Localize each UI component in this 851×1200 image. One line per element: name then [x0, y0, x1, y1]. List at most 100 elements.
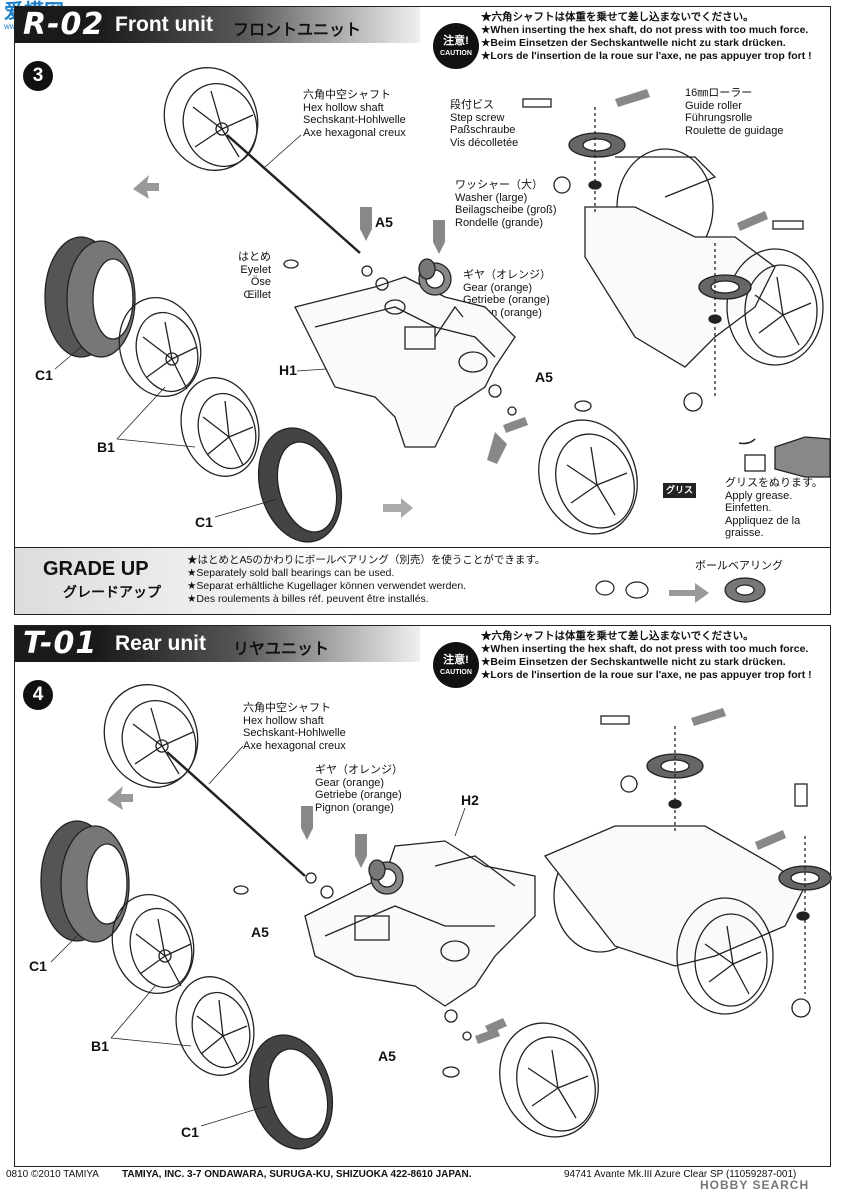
label-line: Sechskant-Hohlwelle	[303, 114, 406, 126]
label-line: Öse	[250, 276, 271, 288]
step3-warning-de: ★Beim Einsetzen der Sechskantwelle nicht…	[481, 37, 786, 49]
label-line: Vis décolletée	[450, 136, 519, 149]
label-line: Step screw	[450, 111, 505, 124]
label-line: ワッシャー（大）	[455, 179, 543, 191]
chassis-h1	[294, 276, 516, 448]
step3-washer-label: ワッシャー（大） Washer (large) Beilagscheibe (g…	[455, 179, 557, 229]
step4-caution-jp: 注意!	[443, 654, 469, 666]
footer-code: 0810 ©2010 TAMIYA	[6, 1169, 99, 1180]
step4-caution-badge: 注意! CAUTION	[433, 642, 479, 688]
step4-code: T-01	[23, 626, 98, 661]
label-line: Axe hexagonal creux	[303, 126, 406, 139]
grade-up-title-jp: グレードアップ	[63, 584, 161, 600]
label-line: Roulette de guidage	[685, 124, 784, 137]
label-line: Guide roller	[685, 99, 742, 112]
step3-code: R-02	[23, 7, 105, 42]
rear-wheel-right	[499, 1022, 599, 1138]
gear-orange	[418, 258, 452, 296]
label-line: Einfetten.	[725, 502, 772, 514]
front-wheel-right	[538, 419, 638, 535]
step3-step-screw-label: 段付ビス Step screw Paßschraube Vis décollet…	[450, 99, 518, 149]
label-line: Eyelet	[240, 263, 271, 276]
rear-wheel-top	[103, 684, 199, 788]
part-a5-mid: A5	[535, 369, 553, 385]
label-line: Gear (orange)	[463, 281, 533, 294]
label-line: ギヤ（オレンジ）	[315, 764, 403, 776]
chassis-h2	[304, 840, 536, 1007]
step4-warning-de: ★Beim Einsetzen der Sechskantwelle nicht…	[481, 656, 786, 668]
label-line: 六角中空シャフト	[243, 702, 331, 714]
label-line: Hex hollow shaft	[243, 714, 324, 727]
tire-c1-top	[44, 236, 136, 358]
part-b1-rear: B1	[91, 1038, 109, 1054]
label-line: Axe hexagonal creux	[243, 739, 346, 752]
label-line: 16㎜ローラー	[685, 87, 753, 99]
step3-hex-shaft-label: 六角中空シャフト Hex hollow shaft Sechskant-Hohl…	[303, 89, 406, 139]
step3-illustration	[44, 67, 831, 543]
wheel-mid	[180, 377, 260, 477]
front-wheel-top	[163, 67, 259, 171]
step4-number: 4	[23, 680, 53, 710]
rear-assembly-complete	[543, 708, 832, 1018]
wheel-b1	[118, 296, 202, 398]
tire-c1-bottom	[257, 427, 343, 543]
gear-orange-rear	[368, 859, 404, 895]
step3-warning-en: ★When inserting the hex shaft, do not pr…	[481, 24, 809, 36]
label-line: Getriebe (orange)	[315, 789, 402, 801]
step3-eyelet-label: はとめ Eyelet Öse Œillet	[229, 251, 271, 301]
front-assembly-complete	[522, 89, 824, 412]
label-line: Rondelle (grande)	[455, 216, 544, 229]
ball-bearing-label: ボールベアリング	[695, 560, 783, 572]
grade-up-illustration	[595, 577, 766, 603]
grade-line: ★Separat erhältliche Kugellager können v…	[187, 580, 467, 592]
label-line: Beilagscheibe (groß)	[455, 204, 557, 216]
footer-item: 94741 Avante Mk.III Azure Clear SP (1105…	[564, 1169, 797, 1180]
part-a5-top: A5	[375, 214, 393, 230]
step3-grease-tag: グリス	[663, 483, 697, 498]
part-a5-top-rear: A5	[251, 924, 269, 940]
step3-gear-label: ギヤ（オレンジ） Gear (orange) Getriebe (orange)…	[463, 269, 551, 319]
step4-title-jp: リヤユニット	[233, 641, 330, 658]
label-line: graisse.	[725, 527, 764, 539]
part-c1-top-rear: C1	[29, 958, 47, 974]
step4-title-en: Rear unit	[115, 632, 207, 655]
step3-panel: R-02 Front unit フロントユニット 3 注意! CAUTION ★…	[14, 6, 831, 548]
label-line: Hex hollow shaft	[303, 101, 384, 114]
step4-warning-en: ★When inserting the hex shaft, do not pr…	[481, 643, 809, 655]
step3-caution-jp: 注意!	[443, 35, 469, 47]
step4-caution-en: CAUTION	[440, 669, 472, 676]
label-line: Washer (large)	[455, 191, 528, 204]
part-b1: B1	[97, 439, 115, 455]
step3-title-en: Front unit	[115, 13, 213, 36]
step4-header: T-01 Rear unit リヤユニット	[15, 626, 420, 662]
step3-caution-en: CAUTION	[440, 50, 472, 57]
step3-guide-roller-label: 16㎜ローラー Guide roller Führungsrolle Roule…	[685, 87, 783, 137]
step4-hex-shaft-label: 六角中空シャフト Hex hollow shaft Sechskant-Hohl…	[243, 702, 346, 752]
step3-warning-jp: ★六角シャフトは体重を乗せて差し込まないでください。	[481, 11, 754, 23]
grade-up-title: GRADE UP	[43, 558, 149, 580]
step3-number: 3	[23, 61, 53, 91]
label-line: Getriebe (orange)	[463, 294, 550, 306]
label-line: Gear (orange)	[315, 776, 385, 789]
label-line: はとめ	[238, 251, 271, 263]
label-line: Paßschraube	[450, 124, 516, 136]
label-line: ギヤ（オレンジ）	[463, 269, 551, 281]
step4-warning-jp: ★六角シャフトは体重を乗せて差し込まないでください。	[481, 630, 754, 642]
label-line: Apply grease.	[725, 489, 793, 502]
label-line: 六角中空シャフト	[303, 89, 391, 101]
footer-address: TAMIYA, INC. 3-7 ONDAWARA, SURUGA-KU, SH…	[122, 1169, 472, 1180]
watermark-hobby-search-text: HOBBY SEARCH	[700, 1178, 810, 1192]
label-line: Œillet	[243, 288, 271, 301]
grade-line: ★Des roulements à billes réf. peuvent êt…	[187, 593, 429, 605]
rear-wheel-mid	[175, 976, 255, 1076]
step3-grease-label: グリスをぬります。 Apply grease. Einfetten. Appli…	[725, 477, 823, 540]
part-c1-bottom: C1	[195, 514, 213, 530]
rear-wheel-b1	[111, 893, 195, 995]
step4-warnings: ★六角シャフトは体重を乗せて差し込まないでください。 ★When inserti…	[481, 630, 812, 682]
grade-up-panel: GRADE UP グレードアップ ★はとめとA5のかわりにボールベアリング（別売…	[14, 547, 831, 615]
label-line: Appliquez de la	[725, 514, 801, 527]
part-c1-bottom-rear: C1	[181, 1124, 199, 1140]
step4-illustration	[40, 684, 832, 1150]
step4-gear-label: ギヤ（オレンジ） Gear (orange) Getriebe (orange)…	[315, 764, 403, 814]
step3-warning-fr: ★Lors de l'insertion de la roue sur l'ax…	[481, 50, 812, 62]
